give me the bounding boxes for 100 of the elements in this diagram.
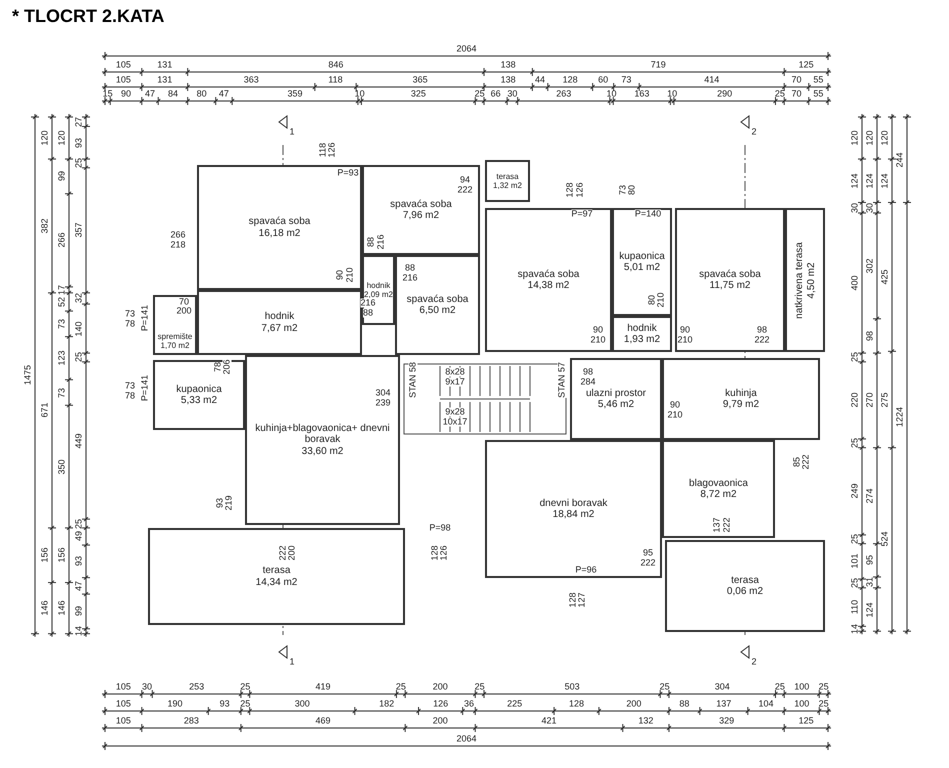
opening-dimension-label: 266: [170, 230, 186, 240]
dimension-label: 274: [866, 488, 874, 504]
dimension-label: 80: [196, 90, 207, 98]
room-name: dnevni boravak: [540, 498, 608, 509]
title: * TLOCRT 2.KATA: [12, 6, 164, 27]
opening-dimension-label: 78: [214, 362, 222, 372]
room-area: 1,70 m2: [158, 340, 192, 350]
dimension-label: 14: [850, 624, 860, 634]
dimension-label: 290: [717, 90, 732, 98]
room-outline: [362, 255, 395, 325]
dimension-label: 25: [774, 90, 785, 98]
dimension-label: 156: [58, 548, 66, 563]
opening-dimension-label: STAN 57: [558, 362, 566, 398]
room-outline: [485, 160, 530, 202]
opening-dimension-label: P=96: [575, 566, 597, 574]
dimension-label: 365: [412, 76, 428, 84]
room-outline: [570, 358, 662, 440]
dimension-label: 10: [667, 90, 678, 98]
dimension-label: 98: [866, 330, 874, 341]
opening-dimension-label: 9x17: [445, 378, 465, 386]
opening-dimension-label: 222: [754, 336, 770, 344]
dimension-label: 93: [74, 556, 84, 566]
room-outline: [785, 208, 825, 352]
dimension-label: 1224: [896, 406, 904, 427]
opening-dimension-label: 88: [405, 264, 415, 272]
room-area: 5,46 m2: [586, 399, 646, 410]
dimension-label: 25: [474, 682, 485, 692]
room-name: spavaća soba: [699, 268, 761, 280]
room-outline: [197, 165, 362, 290]
room-outline: [153, 295, 197, 355]
opening-dimension-label: 73: [125, 382, 135, 390]
opening-dimension-label: 128: [430, 545, 440, 561]
dimension-label: 73: [621, 76, 632, 84]
room-area: 7,67 m2: [261, 322, 298, 334]
dimension-label: 70: [791, 76, 802, 84]
room-area: 1,93 m2: [624, 334, 660, 346]
dimension-label: 93: [220, 700, 230, 708]
dimension-label: 120: [880, 130, 890, 146]
dimension-label: 400: [850, 276, 860, 291]
dimension-label: 110: [850, 600, 860, 614]
opening-dimension-label: 73: [125, 310, 135, 318]
dimension-label: 200: [432, 716, 448, 726]
dimension-label: 99: [58, 171, 66, 182]
dimension-label: 25: [818, 682, 829, 692]
dimension-label: 47: [145, 90, 155, 98]
room-area: 6,50 m2: [406, 305, 468, 316]
opening-dimension-label: 90: [670, 400, 680, 410]
opening-dimension-label: 73: [618, 185, 628, 195]
opening-dimension-label: 9x28: [445, 408, 465, 416]
dimension-label: 357: [74, 222, 84, 238]
room-outline: [662, 440, 775, 538]
dimension-label: 350: [58, 459, 66, 474]
dimension-label: 363: [244, 76, 259, 84]
opening-dimension-label: 222: [802, 454, 810, 470]
room-name: spavaća soba: [406, 294, 468, 305]
dimension-label: 325: [410, 90, 426, 98]
opening-dimension-label: 200: [288, 545, 296, 561]
room-name: kupaonica: [176, 384, 222, 395]
dimension-label: 73: [58, 318, 66, 329]
dimension-label: 182: [379, 700, 394, 708]
opening-dimension-label: 222: [722, 517, 732, 533]
dimension-label: 138: [500, 76, 516, 84]
room-name: terasa: [262, 565, 292, 576]
dimension-label: 304: [714, 682, 730, 692]
opening-dimension-label: 78: [125, 392, 135, 400]
dimension-label: 220: [850, 392, 860, 408]
opening-dimension-label: 210: [667, 410, 683, 420]
dimension-label: 124: [866, 602, 874, 618]
dimension-label: 140: [74, 321, 84, 336]
room-name: hodnik: [366, 280, 392, 290]
dimension-label: 132: [638, 716, 654, 726]
dimension-label: 25: [850, 578, 860, 588]
dimension-label: 10: [354, 90, 365, 98]
dimension-label: 124: [850, 173, 860, 188]
dimension-label: 382: [40, 218, 50, 234]
dimension-label: 156: [40, 548, 50, 563]
dimension-label: 15: [102, 90, 113, 98]
dimension-label: 105: [116, 700, 131, 708]
dimension-label: 105: [116, 682, 131, 692]
dimension-label: 200: [626, 700, 642, 708]
dimension-label: 99: [74, 606, 84, 616]
opening-dimension-label: 218: [170, 240, 186, 250]
room-area: 0,06 m2: [726, 586, 764, 598]
dimension-label: 146: [40, 600, 50, 616]
room-area: 16,18 m2: [248, 228, 310, 239]
dimension-label: 146: [58, 600, 66, 616]
room-name: ulazni prostor: [586, 388, 646, 399]
room-area: 18,84 m2: [540, 509, 608, 520]
room-name: blagovaonica: [689, 478, 748, 489]
dimension-label: 44: [535, 76, 546, 84]
opening-dimension-label: 126: [440, 545, 448, 561]
dimension-label: 2064: [456, 44, 477, 54]
opening-dimension-label: 284: [580, 378, 596, 386]
dimension-label: 49: [74, 531, 84, 542]
room-outline: [395, 255, 480, 355]
dimension-label: 25: [240, 682, 250, 692]
dimension-label: 30: [142, 682, 152, 692]
dimension-label: 449: [74, 432, 84, 448]
opening-dimension-label: 8x28: [445, 368, 465, 376]
room-name: kuhinja+blagovaonica+ dnevni boravak: [254, 422, 391, 446]
